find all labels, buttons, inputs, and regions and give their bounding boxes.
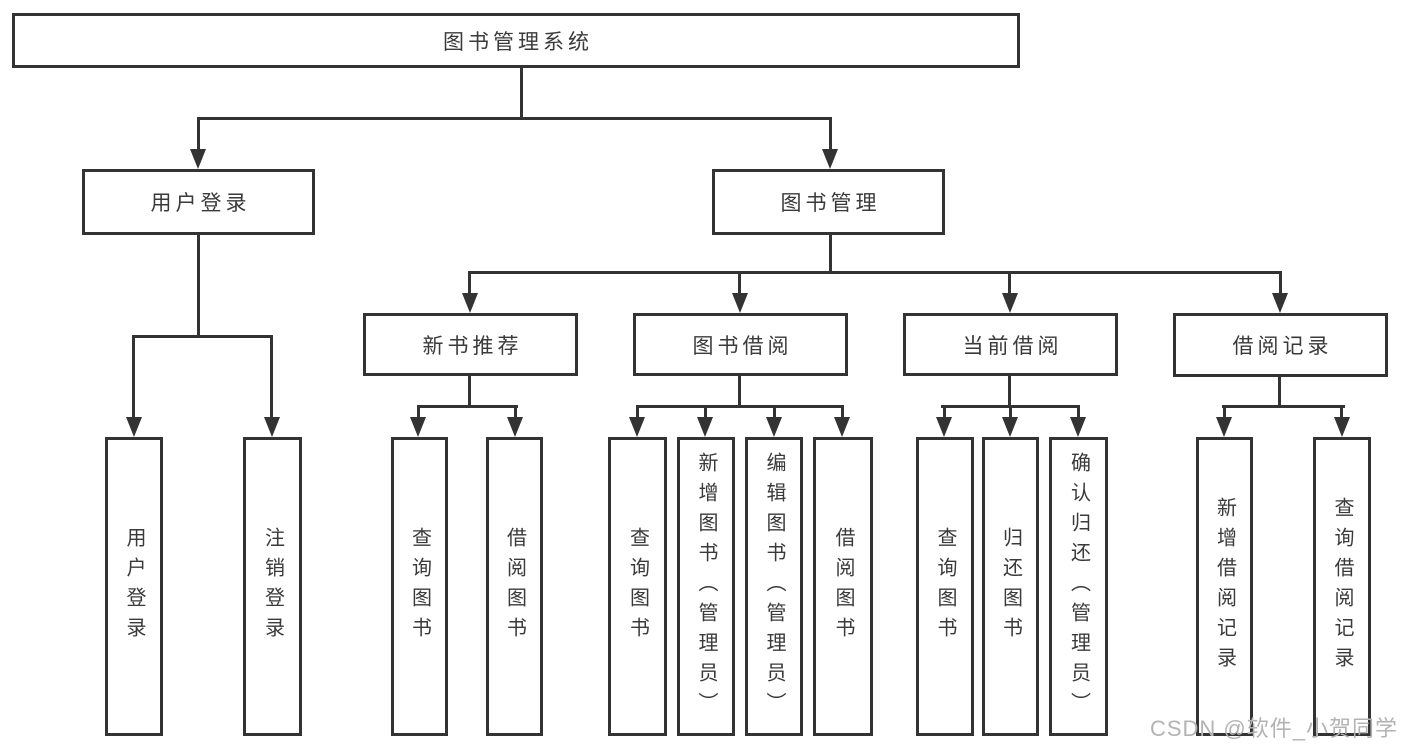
- arrow-down-icon: [834, 417, 850, 437]
- arrow-down-icon: [1002, 293, 1018, 313]
- connector-line: [1278, 377, 1281, 406]
- node-user-login-label: 用户登录: [150, 192, 251, 215]
- leaf-query-books-borrow: 查询图书: [608, 437, 667, 736]
- connector-line: [829, 120, 832, 151]
- arrow-down-icon: [1272, 293, 1288, 313]
- arrow-down-icon: [732, 293, 748, 313]
- connector-line: [941, 405, 1080, 408]
- leaf-return-books: 归还图书: [982, 437, 1039, 736]
- connector-line: [773, 408, 776, 419]
- leaf-label: 注销登录: [261, 526, 284, 647]
- connector-line: [132, 338, 135, 419]
- node-book-mgmt: 图书管理: [712, 169, 945, 235]
- leaf-label: 查询图书: [626, 526, 649, 647]
- leaf-label: 查询图书: [408, 526, 431, 647]
- connector-line: [943, 408, 946, 419]
- node-book-borrow-label: 图书借阅: [692, 334, 793, 358]
- leaf-user-login: 用户登录: [105, 437, 163, 736]
- leaf-query-books-current: 查询图书: [916, 437, 974, 736]
- leaf-label: 确认归还（管理员）: [1067, 451, 1090, 722]
- arrow-down-icon: [936, 417, 952, 437]
- leaf-query-borrow-record: 查询借阅记录: [1313, 437, 1371, 736]
- arrow-down-icon: [264, 417, 280, 437]
- leaf-edit-books-admin: 编辑图书（管理员）: [745, 437, 803, 736]
- connector-line: [1009, 408, 1012, 419]
- connector-line: [1008, 274, 1011, 295]
- leaf-label: 新增图书（管理员）: [695, 451, 717, 722]
- csdn-watermark: CSDN @软件_小贺同学: [1149, 716, 1398, 741]
- node-borrow-records-label: 借阅记录: [1232, 335, 1333, 358]
- node-root-label: 图书管理系统: [443, 30, 593, 54]
- connector-line: [704, 408, 707, 419]
- connector-line: [520, 68, 523, 120]
- connector-line: [841, 408, 844, 419]
- connector-line: [1279, 274, 1282, 295]
- leaf-add-borrow-record: 新增借阅记录: [1196, 437, 1253, 736]
- leaf-label: 新增借阅记录: [1213, 496, 1236, 677]
- connector-line: [829, 235, 832, 272]
- arrow-down-icon: [1334, 417, 1350, 437]
- leaf-label: 用户登录: [123, 526, 145, 647]
- connector-line: [514, 408, 517, 419]
- connector-line: [468, 274, 471, 295]
- node-user-login: 用户登录: [82, 169, 315, 235]
- arrow-down-icon: [410, 417, 426, 437]
- arrow-down-icon: [126, 417, 142, 437]
- arrow-down-icon: [462, 293, 478, 313]
- connector-line: [417, 405, 518, 408]
- connector-line: [468, 376, 471, 406]
- leaf-label: 编辑图书（管理员）: [763, 451, 785, 722]
- connector-line: [468, 271, 1282, 274]
- node-new-book-rec: 新书推荐: [363, 313, 578, 376]
- arrow-down-icon: [697, 417, 713, 437]
- connector-line: [738, 376, 741, 406]
- connector-line: [1340, 408, 1343, 419]
- connector-line: [1222, 405, 1345, 408]
- arrow-down-icon: [766, 417, 782, 437]
- leaf-borrow-books: 借阅图书: [813, 437, 873, 736]
- arrow-down-icon: [629, 417, 645, 437]
- connector-line: [197, 117, 832, 120]
- connector-line: [417, 408, 420, 419]
- connector-line: [1223, 408, 1226, 419]
- arrow-down-icon: [1216, 417, 1232, 437]
- connector-line: [636, 405, 844, 408]
- connector-line: [1008, 376, 1011, 406]
- leaf-borrow-books-rec: 借阅图书: [486, 437, 543, 736]
- connector-line: [197, 120, 200, 151]
- arrow-down-icon: [507, 417, 523, 437]
- node-current-borrow: 当前借阅: [903, 313, 1118, 376]
- leaf-label: 查询图书: [934, 526, 956, 647]
- arrow-down-icon: [1002, 417, 1018, 437]
- leaf-label: 查询借阅记录: [1331, 496, 1353, 677]
- node-borrow-records: 借阅记录: [1173, 313, 1388, 377]
- leaf-label: 归还图书: [999, 526, 1022, 647]
- leaf-query-books-rec: 查询图书: [391, 437, 448, 736]
- node-book-mgmt-label: 图书管理: [780, 192, 881, 215]
- node-book-borrow: 图书借阅: [633, 313, 848, 376]
- connector-line: [270, 338, 273, 419]
- arrow-down-icon: [190, 149, 206, 169]
- connector-line: [738, 274, 741, 295]
- arrow-down-icon: [822, 149, 838, 169]
- connector-line: [197, 235, 200, 335]
- connector-line: [132, 335, 273, 338]
- connector-line: [1077, 408, 1080, 419]
- leaf-confirm-return-admin: 确认归还（管理员）: [1049, 437, 1108, 736]
- node-root: 图书管理系统: [12, 13, 1020, 68]
- connector-line: [636, 408, 639, 419]
- leaf-label: 借阅图书: [503, 526, 526, 647]
- leaf-add-books-admin: 新增图书（管理员）: [677, 437, 735, 736]
- leaf-logout: 注销登录: [243, 437, 302, 736]
- node-new-book-rec-label: 新书推荐: [422, 334, 523, 358]
- arrow-down-icon: [1070, 417, 1086, 437]
- leaf-label: 借阅图书: [832, 526, 854, 647]
- node-current-borrow-label: 当前借阅: [962, 334, 1063, 358]
